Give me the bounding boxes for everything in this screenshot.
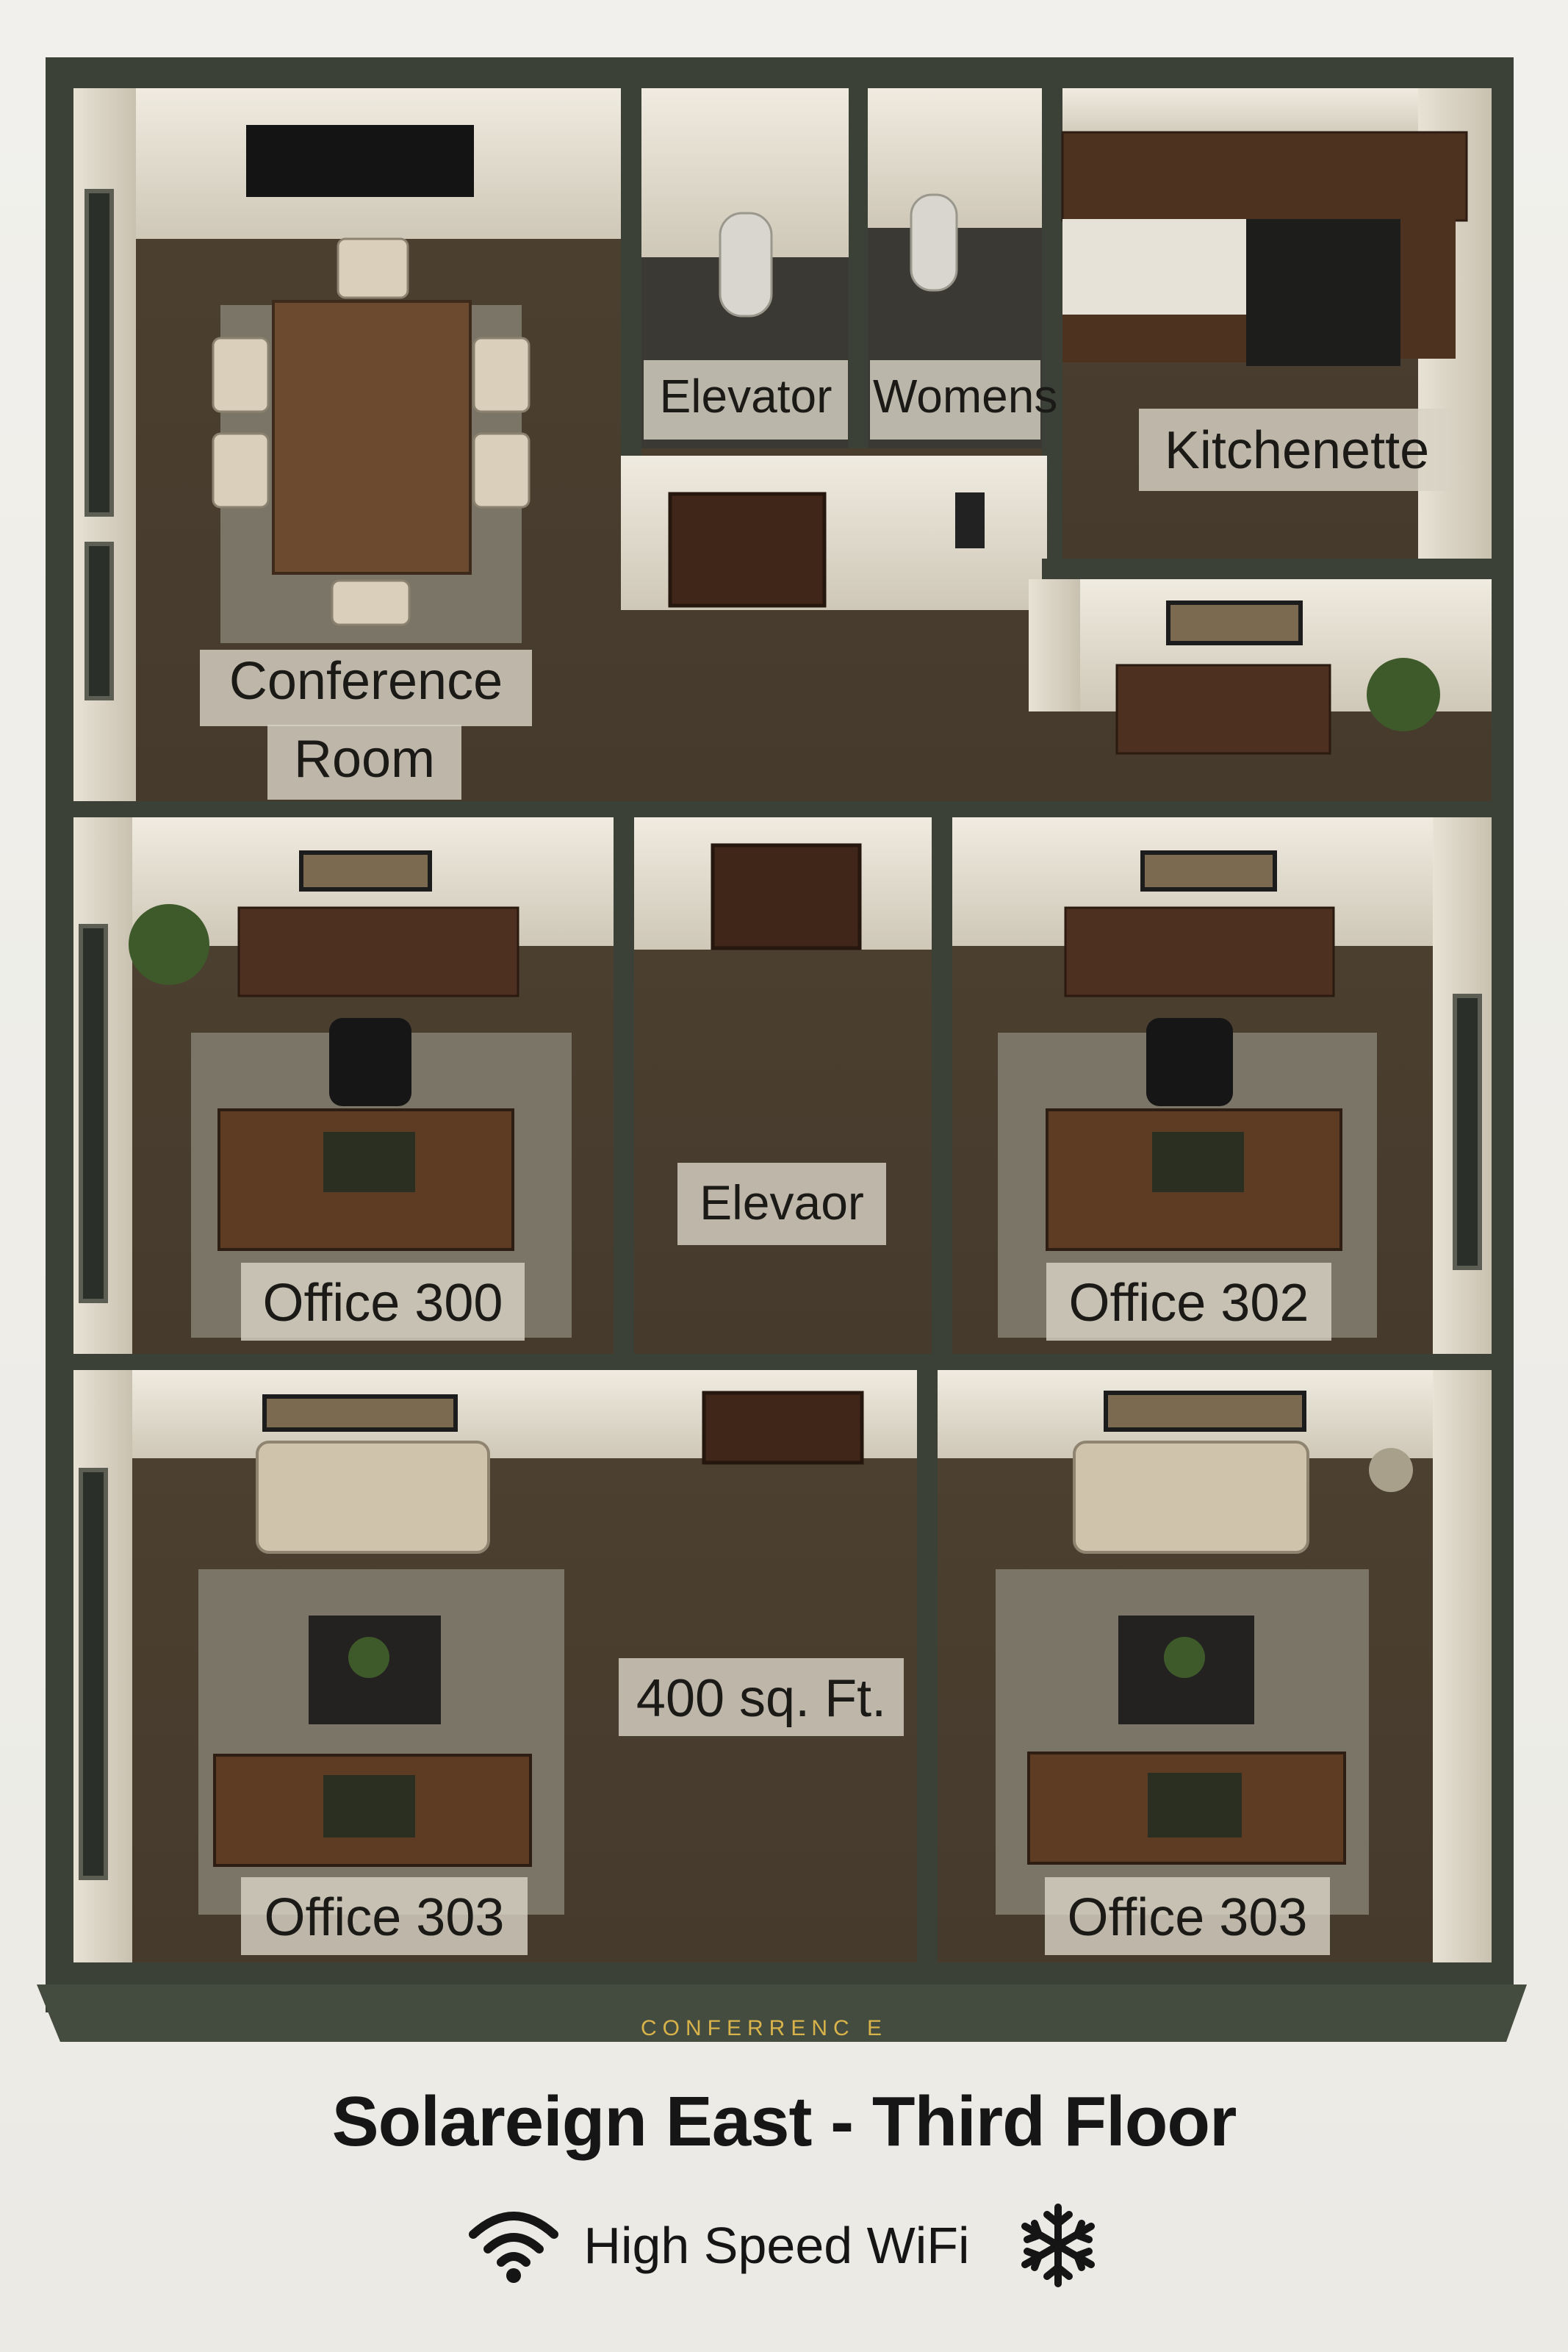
wifi-icon	[466, 2205, 561, 2286]
wall-art	[1166, 600, 1303, 645]
conference-room-label: Conference	[200, 650, 532, 726]
office-303-right-label: Office 303	[1045, 1877, 1330, 1955]
floor-lamp	[1369, 1448, 1413, 1492]
plant	[348, 1637, 389, 1678]
window	[1453, 994, 1482, 1270]
wall-art	[262, 1394, 458, 1432]
credenza	[1115, 664, 1331, 755]
elevator-mid-label: Elevaor	[677, 1163, 886, 1245]
conference-chairs	[212, 237, 531, 626]
elevator-top-label: Elevator	[644, 360, 848, 440]
sofa	[1073, 1441, 1309, 1554]
snowflake-icon	[1014, 2201, 1102, 2290]
wall-base-text: CONFERRENC E	[640, 2016, 888, 2040]
office-300-label: Office 300	[241, 1263, 525, 1341]
kitchenette-label-text: Kitchenette	[1164, 421, 1430, 480]
toilet	[910, 193, 958, 292]
credenza	[237, 906, 519, 997]
window	[79, 1468, 108, 1880]
office-chair	[1146, 1018, 1233, 1106]
area-label: 400 sq. Ft.	[619, 1658, 904, 1736]
plant	[1164, 1637, 1205, 1678]
elevator-mid-label-text: Elevaor	[700, 1175, 864, 1230]
tv-screen	[246, 125, 474, 197]
wifi-label: High Speed WiFi	[583, 2217, 970, 2274]
outer-wall-base	[37, 1984, 1527, 2042]
window	[79, 924, 108, 1303]
wall-art	[299, 850, 432, 892]
sofa	[256, 1441, 490, 1554]
office-302-label-text: Office 302	[1068, 1274, 1309, 1333]
conference-room-label-line2: Room	[293, 730, 436, 789]
door	[702, 1391, 864, 1465]
office-303-left-label: Office 303	[241, 1877, 528, 1955]
countertop	[1062, 219, 1246, 315]
office-302-label: Office 302	[1046, 1263, 1331, 1341]
page-title: Solareign East - Third Floor	[331, 2082, 1237, 2161]
womens-label-text: Womens	[873, 370, 1058, 423]
office-303-left-label-text: Office 303	[264, 1888, 505, 1947]
conference-table	[272, 300, 472, 575]
kitchen-cabinets	[1061, 131, 1468, 222]
office-chair	[329, 1018, 411, 1106]
kitchenette-label: Kitchenette	[1139, 409, 1455, 491]
plant	[129, 904, 209, 985]
door	[668, 492, 827, 608]
office-303-right-label-text: Office 303	[1067, 1888, 1308, 1947]
toilet	[719, 212, 773, 318]
window	[84, 189, 114, 517]
area-label-text: 400 sq. Ft.	[636, 1669, 887, 1728]
door	[711, 843, 862, 950]
conference-room-label-2: Room	[267, 725, 461, 800]
office-300-label-text: Office 300	[262, 1274, 503, 1333]
refrigerator	[1246, 219, 1400, 366]
wall-art	[1104, 1391, 1306, 1432]
elevator-top-label-text: Elevator	[659, 370, 832, 423]
credenza	[1064, 906, 1335, 997]
window	[84, 542, 114, 700]
conference-room-label-line1: Conference	[229, 652, 503, 711]
womens-label: Womens	[870, 360, 1057, 440]
amenities-row: High Speed WiFi	[0, 2198, 1568, 2293]
plant	[1367, 658, 1440, 731]
wall-art	[1140, 850, 1277, 892]
